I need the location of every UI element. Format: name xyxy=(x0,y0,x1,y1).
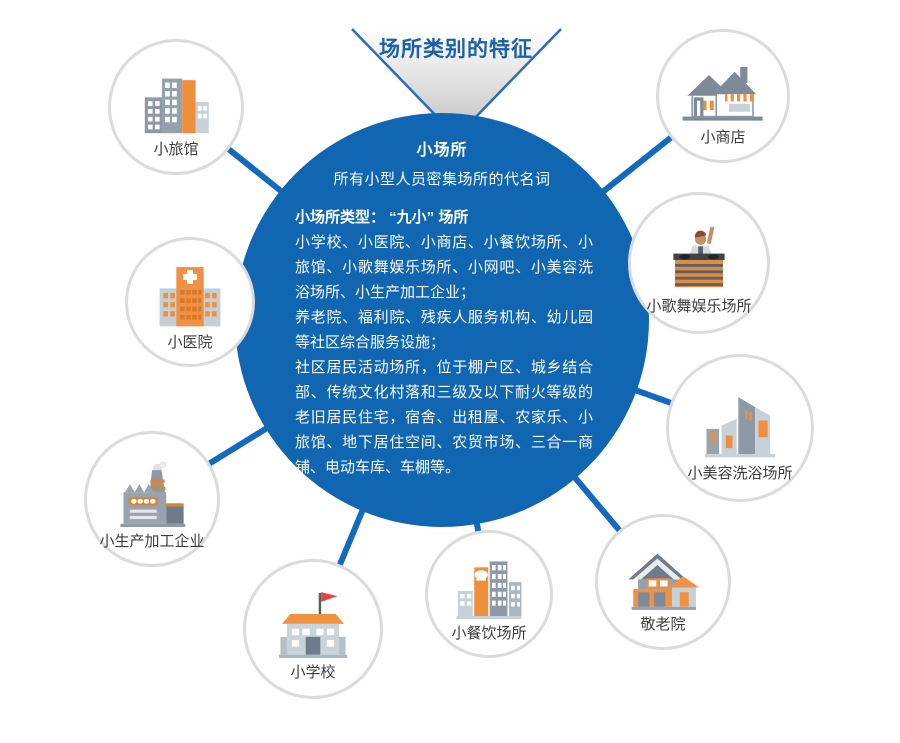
node-label: 小学校 xyxy=(290,663,336,681)
center-subheading: 所有小型人员密集场所的代名词 xyxy=(333,171,551,188)
node-shop: 小商店 xyxy=(656,29,790,163)
dj-icon xyxy=(659,218,739,293)
center-circle: 小场所 所有小型人员密集场所的代名词 小场所类型： “九小” 场所 小学校、小医… xyxy=(235,113,649,527)
shop-icon xyxy=(681,53,765,123)
node-beauty: 小美容洗浴场所 xyxy=(666,354,814,502)
center-type-line: 小场所类型： “九小” 场所 xyxy=(295,209,469,226)
page-title: 场所类别的特征 xyxy=(379,38,533,61)
school-icon xyxy=(272,584,354,658)
hotel-icon xyxy=(137,63,215,135)
center-body: 小场所类型： “九小” 场所 小学校、小医院、小商店、小餐饮场所、小旅馆、小歌舞… xyxy=(295,205,593,480)
node-label: 小餐饮场所 xyxy=(451,625,527,643)
node-hotel: 小旅馆 xyxy=(108,39,244,175)
node-label: 敬老院 xyxy=(640,615,686,633)
node-label: 小生产加工企业 xyxy=(99,532,205,550)
restaurant-icon xyxy=(452,552,526,620)
node-karaoke: 小歌舞娱乐场所 xyxy=(628,192,770,334)
node-label: 小旅馆 xyxy=(153,140,199,158)
node-label: 小美容洗浴场所 xyxy=(687,465,793,483)
node-hospital: 小医院 xyxy=(125,237,255,367)
node-restaurant: 小餐饮场所 xyxy=(425,530,553,658)
beauty-icon xyxy=(698,381,782,459)
node-nursing-home: 敬老院 xyxy=(595,514,731,650)
center-body-paragraph: 社区居民活动场所，位于棚户区、城乡结合部、传统文化村落和三级及以下耐火等级的老旧… xyxy=(295,359,593,476)
node-label: 小歌舞娱乐场所 xyxy=(646,298,752,316)
factory-icon xyxy=(112,455,192,527)
node-factory: 小生产加工企业 xyxy=(84,431,220,567)
nursing-home-icon xyxy=(622,538,704,610)
hospital-icon xyxy=(152,260,228,328)
center-body-paragraph: 小学校、小医院、小商店、小餐饮场所、小旅馆、小歌舞娱乐场所、小网吧、小美容洗浴场… xyxy=(295,234,593,301)
center-heading: 小场所 xyxy=(416,142,468,159)
node-school: 小学校 xyxy=(243,559,383,699)
center-body-paragraph: 养老院、福利院、残疾人服务机构、幼儿园等社区综合服务设施； xyxy=(295,309,593,351)
node-label: 小医院 xyxy=(167,333,213,351)
node-label: 小商店 xyxy=(700,129,746,147)
funnel-shape xyxy=(351,28,562,124)
